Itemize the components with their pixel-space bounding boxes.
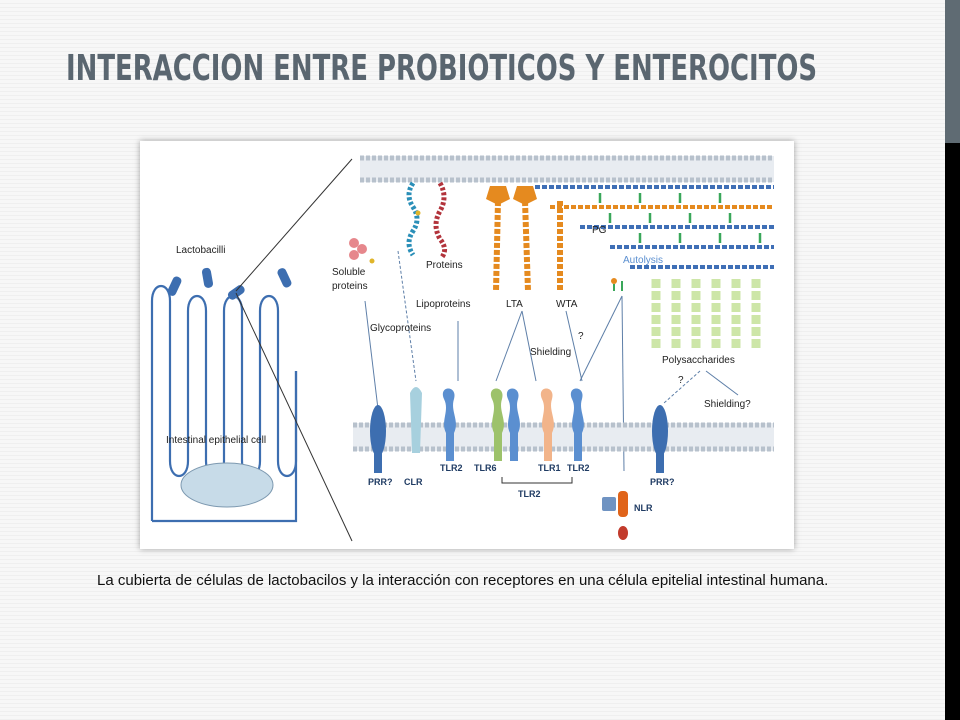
tlr2-receptor-dimer <box>506 388 520 461</box>
tlr2-receptor-a <box>442 388 456 461</box>
label-prr-right: PRR? <box>650 477 675 487</box>
label-lipoproteins: Lipoproteins <box>416 299 470 310</box>
figure-caption: La cubierta de células de lactobacilos y… <box>97 572 829 589</box>
receptors <box>370 387 668 540</box>
polysaccharides <box>651 279 761 349</box>
label-tlr2-a: TLR2 <box>440 463 463 473</box>
zoom-line-top <box>235 158 353 292</box>
label-shielding-question: Shielding? <box>704 399 751 410</box>
lta-anchor-1 <box>486 186 510 205</box>
fragment-dot <box>611 278 617 284</box>
soluble-protein-dot <box>349 238 359 248</box>
tlr2-bracket <box>501 477 573 484</box>
label-autolysis: Autolysis <box>623 255 663 266</box>
arrow-lta-tlr <box>521 310 537 382</box>
soluble-protein-dot <box>357 244 367 254</box>
label-tlr2-b: TLR2 <box>567 463 590 473</box>
label-tlr2-group: TLR2 <box>518 489 541 499</box>
label-nlr: NLR <box>634 503 653 513</box>
label-lactobacilli: Lactobacilli <box>176 245 225 256</box>
polysaccharide-chains <box>651 279 761 349</box>
lactobacillus-2 <box>201 267 214 288</box>
arrow-glycoproteins-clr <box>397 250 417 382</box>
diagram-labels: Proteins Lipoproteins Soluble proteins G… <box>332 225 751 513</box>
nlr-nod-domain <box>618 491 628 517</box>
host-membrane-band <box>353 423 774 451</box>
slide-title: INTERACCION ENTRE PROBIOTICOS Y ENTEROCI… <box>66 48 818 89</box>
nlr-lrr-domain <box>602 497 616 511</box>
label-proteins: Proteins <box>426 260 463 271</box>
arrow-wta-tlr <box>565 310 583 382</box>
prr-receptor-right-tail <box>656 451 664 473</box>
slide-edge-accent <box>945 0 960 143</box>
arrow-polysaccharide-shielding <box>705 370 739 396</box>
tlr6-receptor <box>490 388 504 461</box>
label-lta: LTA <box>506 299 523 310</box>
lta-chain-1 <box>493 200 501 292</box>
tlr2-receptor-b <box>570 388 584 461</box>
lta-chain-2 <box>522 200 531 292</box>
prr-receptor-left-tail <box>374 451 382 473</box>
lipid-anchor <box>415 210 421 216</box>
label-clr: CLR <box>404 477 423 487</box>
peptidoglycan-layer <box>535 185 774 269</box>
label-shielding: Shielding <box>530 347 571 358</box>
prr-receptor-right <box>652 405 668 457</box>
probiotic-enterocyte-diagram: Lactobacilli Intestinal epithelial cell <box>150 155 774 542</box>
soluble-protein-dot <box>349 250 359 260</box>
lactobacillus-4 <box>277 268 292 288</box>
villi-panel: Lactobacilli Intestinal epithelial cell <box>150 158 353 542</box>
label-question-1: ? <box>578 331 584 342</box>
nlr-effector-domain <box>618 526 628 540</box>
label-soluble-2: proteins <box>332 281 368 292</box>
soluble-proteins <box>349 238 375 264</box>
lta-wta-chains <box>486 186 563 292</box>
arrow-fragment-tlr <box>579 295 623 382</box>
arrow-polysaccharide-prr <box>663 370 701 404</box>
protein-strands <box>406 181 448 259</box>
lactobacillus-3 <box>227 285 245 300</box>
clr-receptor <box>410 387 422 453</box>
label-polysaccharides: Polysaccharides <box>662 355 735 366</box>
host-membrane <box>353 422 774 452</box>
arrow-soluble-prr <box>364 300 379 410</box>
label-epithelial-cell: Intestinal epithelial cell <box>166 435 266 446</box>
slide-edge-bar <box>945 0 960 720</box>
protein-strand-teal <box>406 181 420 257</box>
diagram-figure: Lactobacilli Intestinal epithelial cell <box>140 141 794 549</box>
label-tlr1: TLR1 <box>538 463 561 473</box>
prr-receptor-left <box>370 405 386 457</box>
lactobacillus-1 <box>167 276 182 296</box>
autolysis-fragment <box>611 278 623 291</box>
label-pg: PG <box>592 225 607 236</box>
protein-strand-red <box>433 181 448 259</box>
bacterial-membrane <box>360 155 774 183</box>
pg-crosslinks <box>598 193 762 243</box>
label-prr-left: PRR? <box>368 477 393 487</box>
label-glycoproteins: Glycoproteins <box>370 323 431 334</box>
label-soluble-1: Soluble <box>332 267 366 278</box>
lta-anchor-2 <box>513 186 537 205</box>
villus-outline <box>150 284 298 521</box>
interaction-arrows <box>364 250 739 472</box>
tlr1-receptor <box>540 388 554 461</box>
arrow-lta-tlr <box>495 310 523 382</box>
zoom-line-bottom <box>235 292 353 542</box>
label-tlr6: TLR6 <box>474 463 497 473</box>
nucleus <box>180 462 274 508</box>
label-question-2: ? <box>678 375 684 386</box>
label-wta: WTA <box>556 299 578 310</box>
soluble-protein-anchor <box>369 258 375 264</box>
